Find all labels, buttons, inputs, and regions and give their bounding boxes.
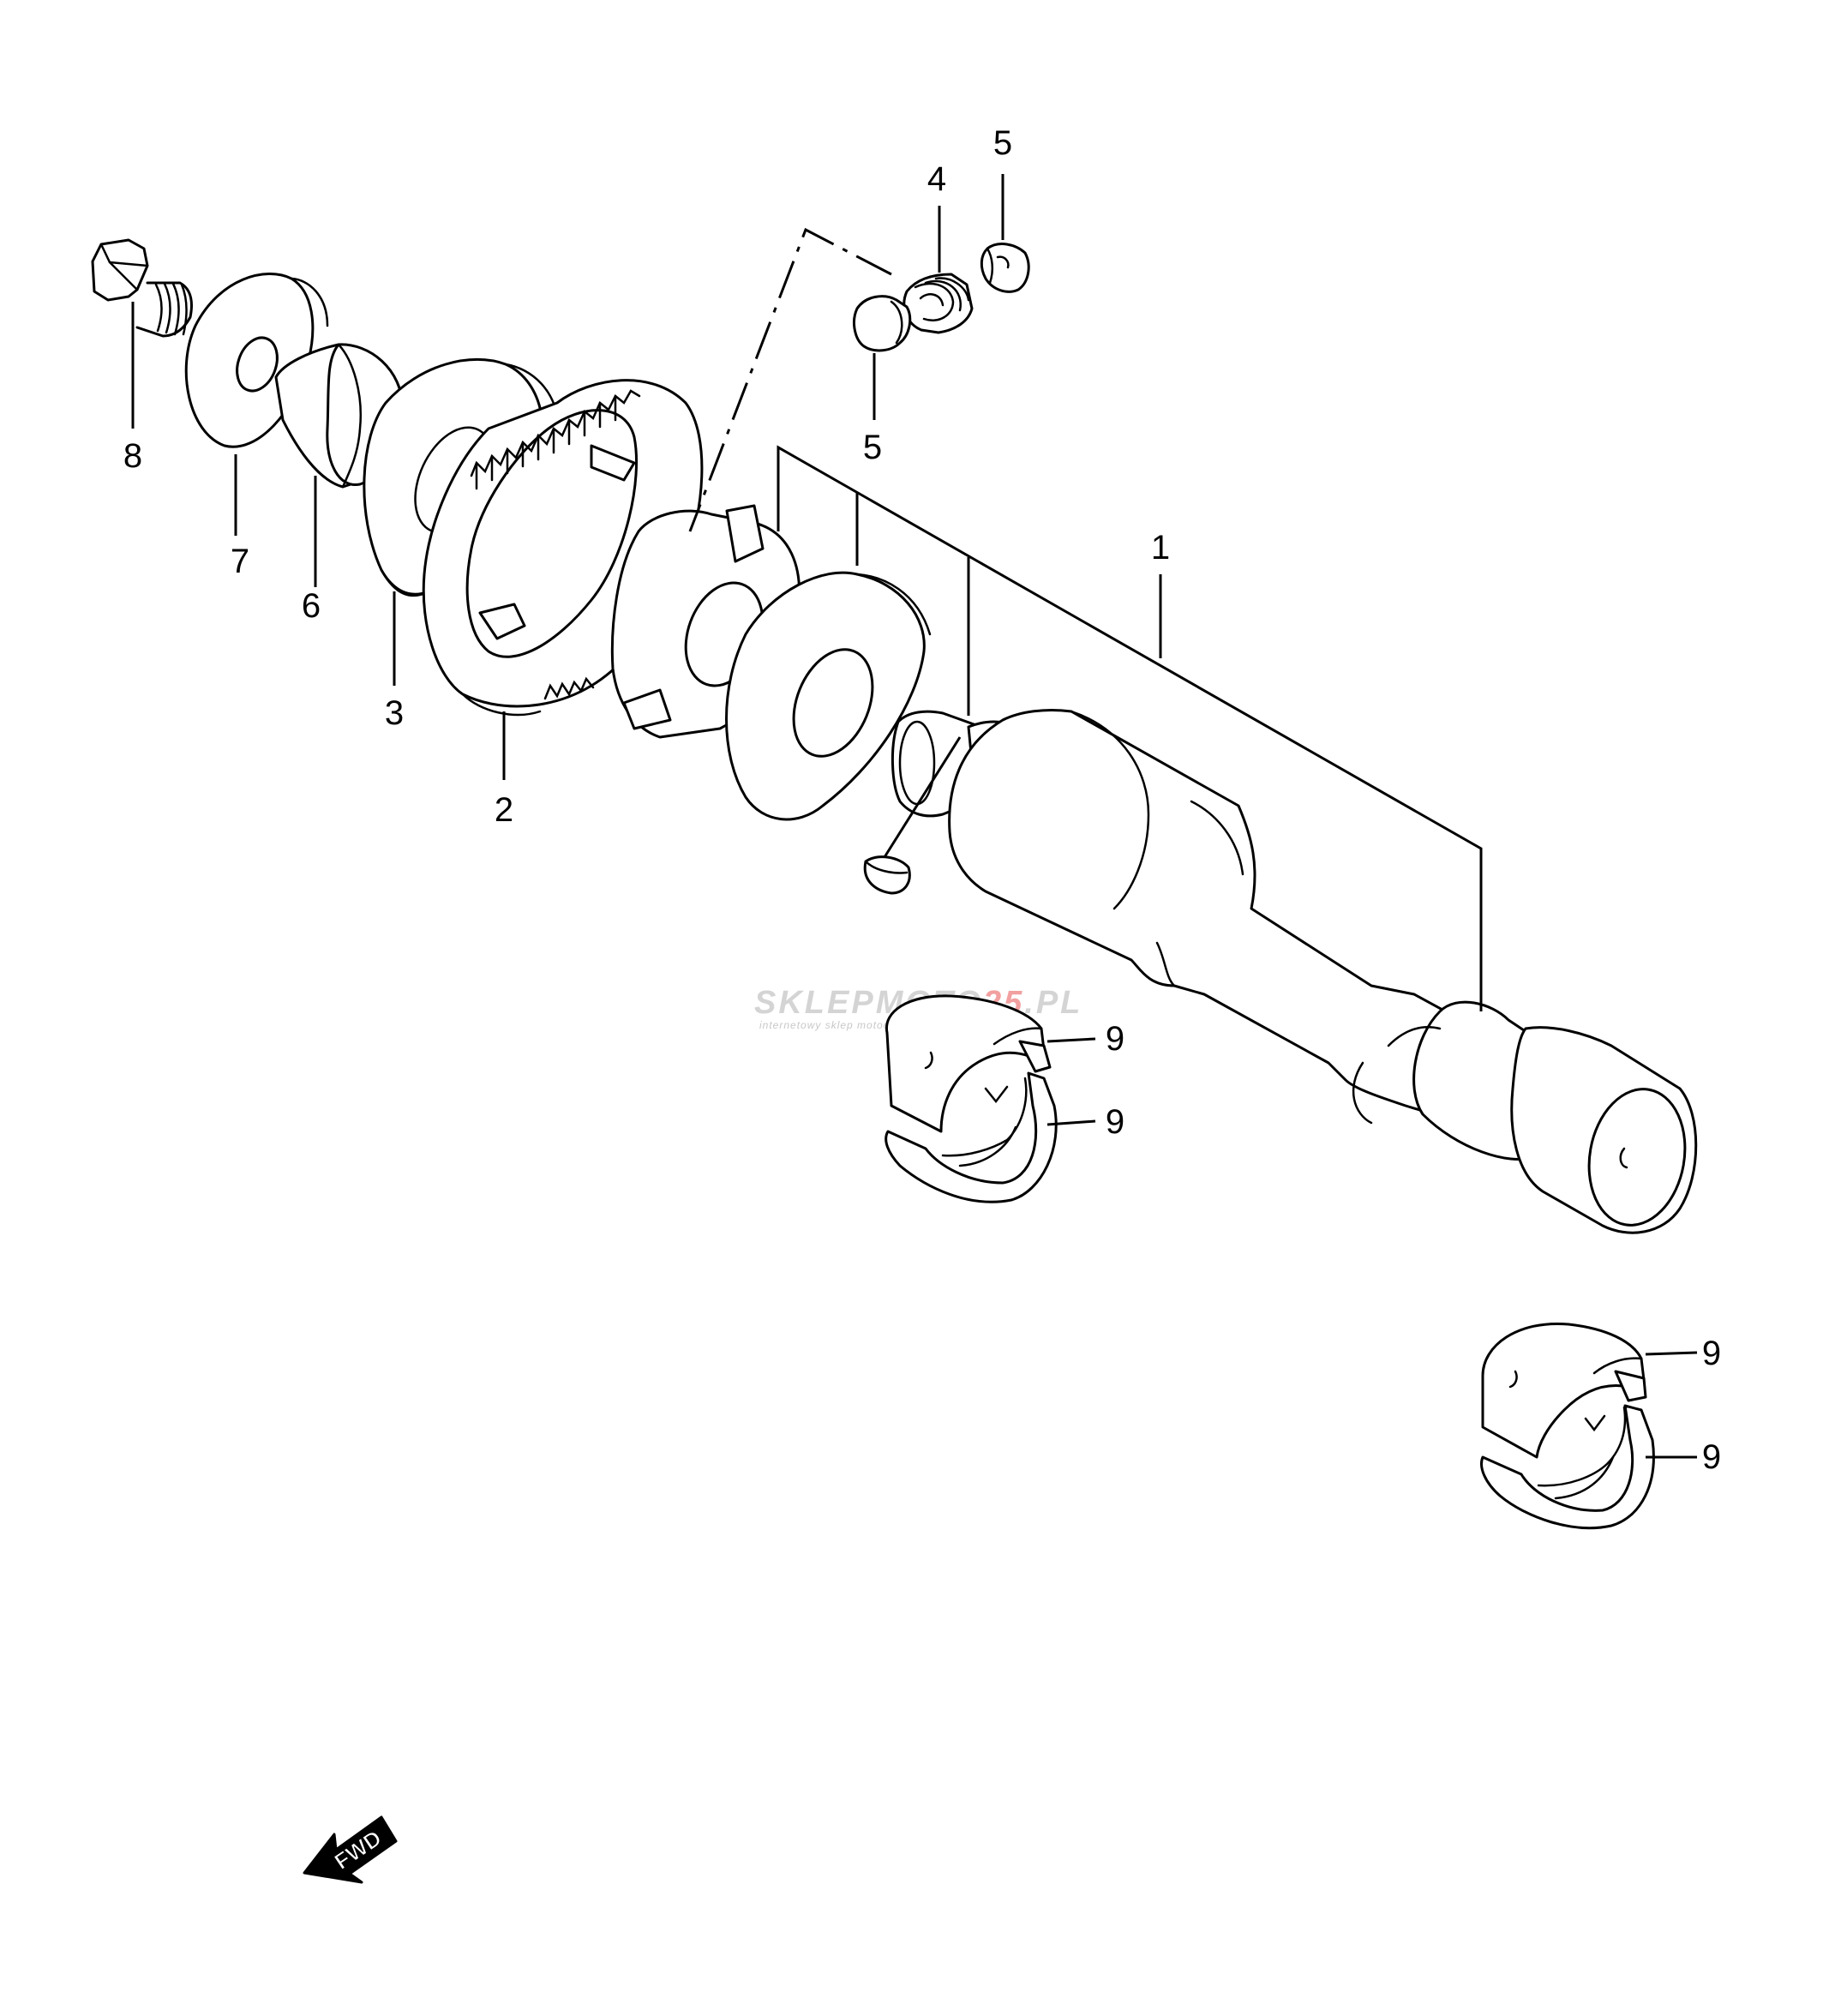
watermark-tagline: internetowy sklep motocyklowy [759,1019,926,1031]
callout-9-c: 9 [1702,1335,1721,1372]
callout-1: 1 [1151,529,1170,567]
callout-5-upper: 5 [993,124,1012,162]
part-9-bearing-upper-bottom: 9 [885,1071,1124,1203]
callout-1-bracket: 1 [777,445,1483,1011]
callout-4: 4 [927,160,946,198]
callout-8: 8 [123,437,142,475]
callout-9-d: 9 [1702,1438,1721,1476]
callout-6: 6 [302,587,321,625]
part-1-washer [725,571,932,821]
part-5-cap-lower: 5 [853,295,912,466]
callout-2: 2 [495,791,513,829]
assembly-line [688,227,892,532]
part-4-spring: 4 [903,160,974,334]
callout-9-b: 9 [1106,1103,1124,1141]
part-5-cap-upper: 5 [980,124,1030,293]
part-9-bearing-lower-bottom: 9 [1480,1404,1721,1530]
part-1-balancer-shaft [863,709,1698,1234]
part-9-bearing-upper-top: 9 [885,994,1124,1133]
fwd-arrow-icon: FWD [303,1815,398,1884]
part-9-bearing-lower-top: 9 [1481,1322,1721,1459]
watermark-domain: .PL [1024,985,1082,1021]
callout-9-a: 9 [1106,1020,1124,1058]
part-8-bolt: 8 [91,238,193,475]
callout-7: 7 [231,543,249,580]
callout-3: 3 [385,694,404,732]
callout-5-lower: 5 [863,429,882,466]
